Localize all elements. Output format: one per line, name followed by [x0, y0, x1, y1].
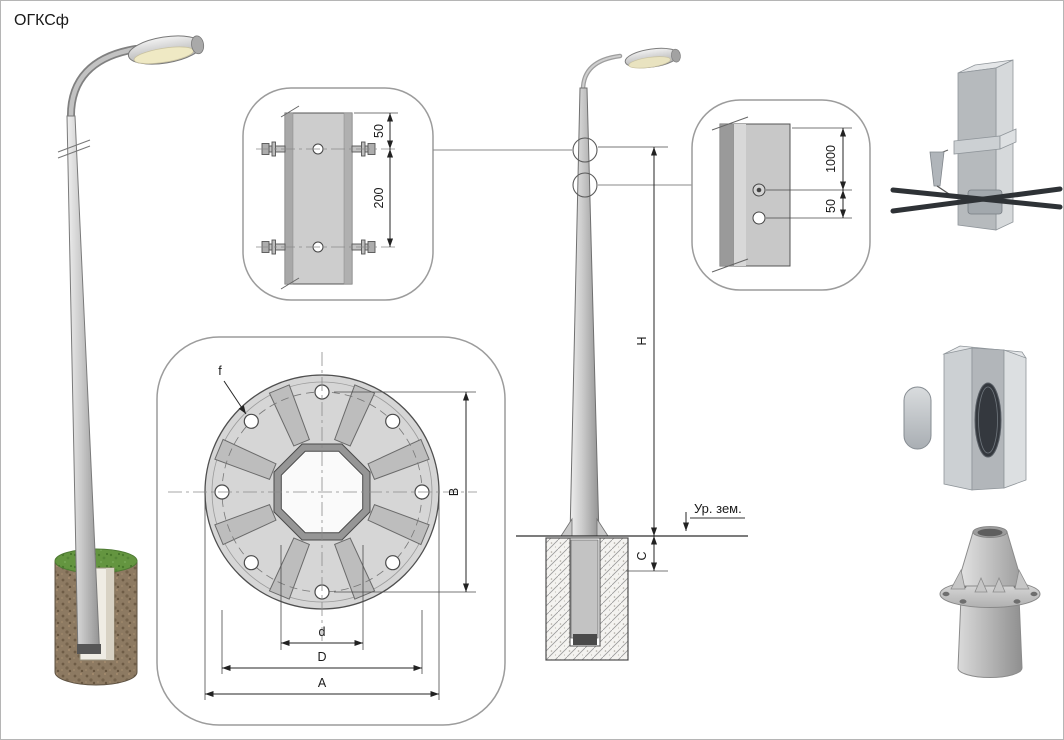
door-opening	[974, 382, 1002, 458]
flange-shoe-3d-render	[939, 526, 1041, 678]
dim-50-label: 50	[372, 124, 386, 138]
hole-dia-label: f	[218, 364, 222, 378]
dim-200-label: 200	[372, 188, 386, 209]
dim-h-label: H	[635, 336, 649, 345]
joint-bolts-detail-callout: 50 200	[242, 87, 434, 301]
pole-elevation-view: Ур. зем. H C	[433, 47, 748, 661]
dim-a-label: A	[318, 676, 327, 690]
foundation-section	[545, 537, 629, 661]
pole-wall-section	[284, 112, 353, 285]
dim-dd-label: D	[317, 650, 326, 664]
pole-embedded-end	[77, 644, 101, 654]
lamp-pole-3d-render	[54, 35, 205, 686]
door-cover	[903, 386, 932, 450]
lamp-head	[127, 35, 205, 65]
access-door-3d-render	[903, 345, 1027, 491]
embedded-pole	[570, 539, 599, 639]
dim-1000-label: 1000	[824, 145, 838, 173]
ground-level-label: Ур. зем.	[694, 501, 742, 516]
break-mark	[57, 139, 91, 159]
hole-detail-callout: 1000 50	[691, 99, 871, 291]
dim-c-label: C	[635, 551, 649, 560]
detail-marker-joint	[572, 137, 598, 163]
page-title: ОГКСф	[14, 12, 69, 29]
pole-bottom-plug	[573, 634, 597, 645]
lamp-head	[624, 47, 681, 69]
shoe-gusset	[974, 576, 988, 593]
detail-marker-hole	[572, 172, 598, 198]
hole-leader-line	[223, 380, 247, 415]
shoe-gusset	[992, 576, 1006, 593]
shoe-gusset	[1014, 568, 1030, 590]
shoe-cylinder	[957, 596, 1023, 678]
shoe-gusset	[950, 568, 966, 590]
wedge-clamp	[929, 151, 945, 187]
cable-rod	[890, 186, 1063, 214]
dim-d-label: d	[319, 625, 326, 639]
dim-b-label: B	[447, 488, 461, 496]
clamp-assembly-3d-render	[890, 59, 1063, 231]
dim-50-label: 50	[824, 199, 838, 213]
flange-plan-detail-callout: f B d D A	[156, 336, 506, 726]
mount-hole	[752, 211, 766, 225]
